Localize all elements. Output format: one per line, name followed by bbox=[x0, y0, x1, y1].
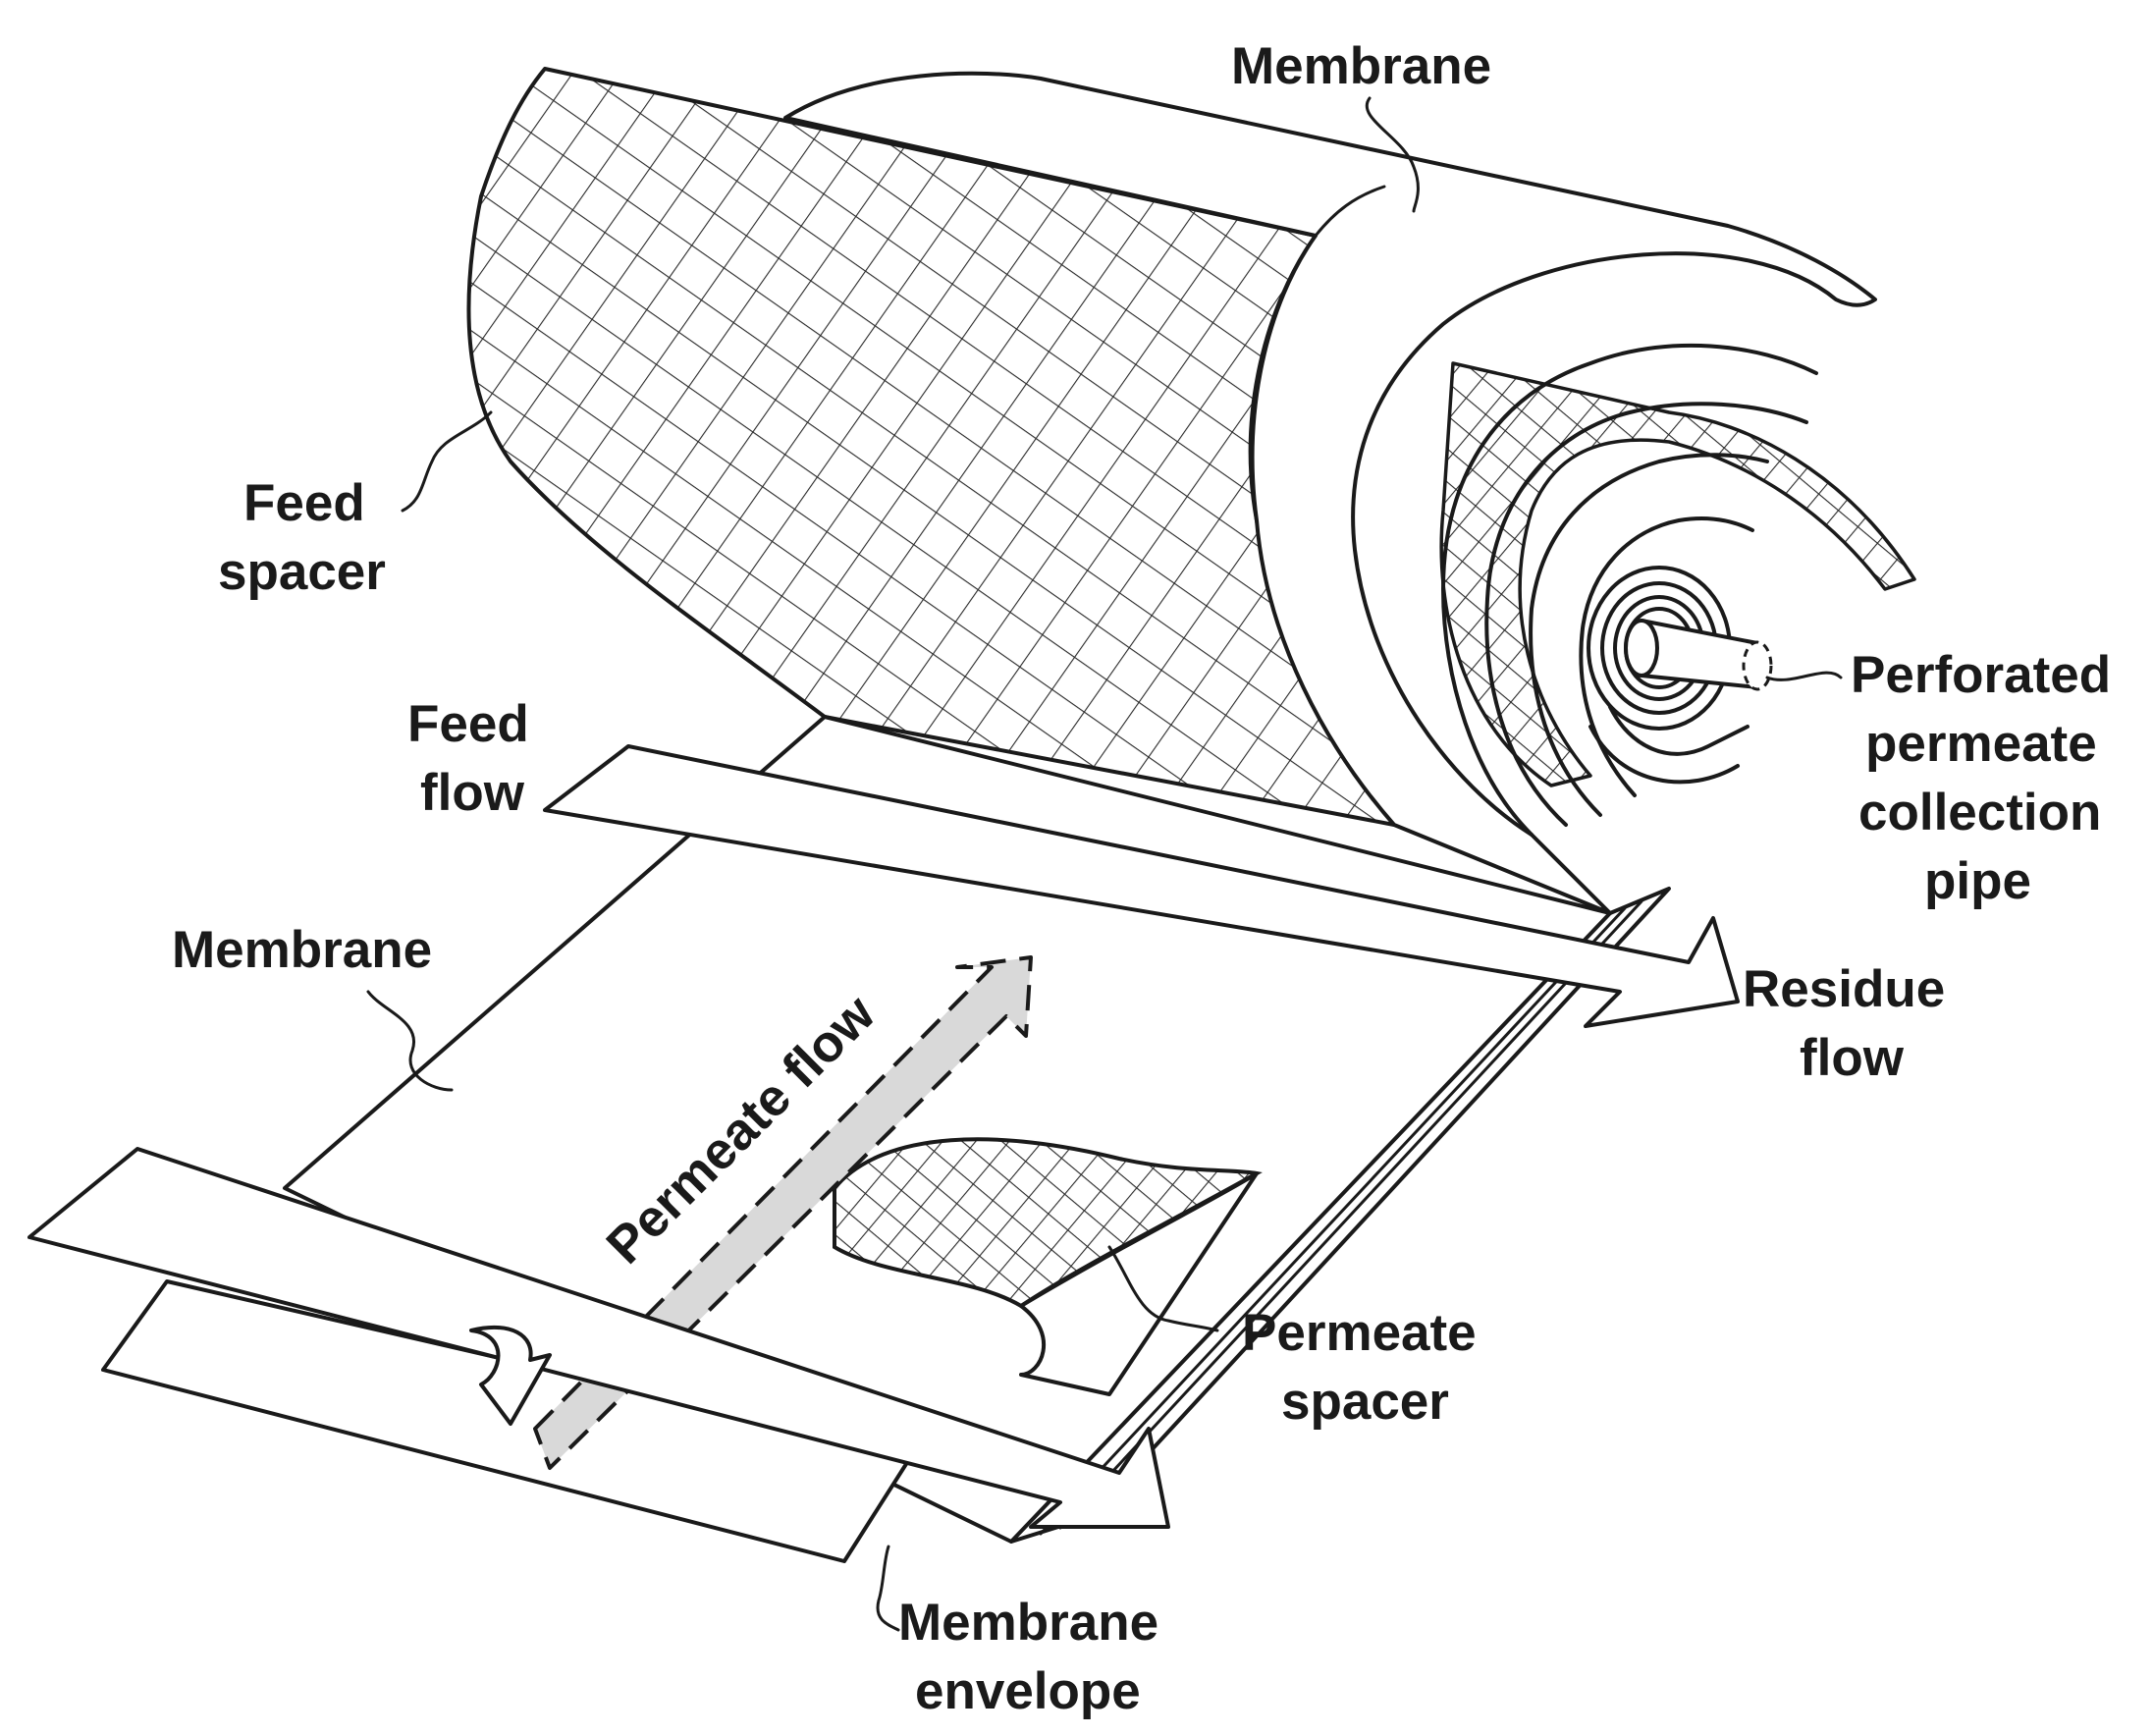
feed-flow-arrow-upper bbox=[543, 744, 1740, 1028]
feed-flow-arrow-lower bbox=[27, 1147, 1170, 1529]
label-residue-flow-line2: flow bbox=[1800, 1029, 1905, 1087]
label-membrane-left: Membrane bbox=[172, 921, 432, 979]
label-residue-flow-line1: Residue bbox=[1743, 960, 1945, 1018]
label-pipe-line2: permeate bbox=[1865, 715, 2097, 773]
label-pipe-line1: Perforated bbox=[1851, 646, 2111, 704]
label-feed-spacer-line2: spacer bbox=[218, 543, 386, 601]
inlet-arrow-icon bbox=[469, 1325, 552, 1426]
label-membrane-envelope-line2: envelope bbox=[915, 1662, 1141, 1720]
label-feed-flow-line2: flow bbox=[420, 764, 525, 822]
label-membrane-envelope-line1: Membrane bbox=[898, 1594, 1158, 1652]
label-feed-spacer-line1: Feed bbox=[243, 474, 365, 532]
labels: Membrane Feed spacer Feed flow Perforate… bbox=[172, 37, 2111, 1720]
label-permeate-spacer-line1: Permeate bbox=[1242, 1304, 1477, 1362]
label-pipe-line4: pipe bbox=[1924, 852, 2031, 910]
label-permeate-spacer-line2: spacer bbox=[1281, 1373, 1449, 1431]
permeate-spacer-cutaway bbox=[833, 1137, 1263, 1396]
outer-membrane-wrap bbox=[783, 71, 1877, 915]
permeate-collection-pipe bbox=[1624, 619, 1773, 691]
leader-lines bbox=[366, 96, 1843, 1632]
label-pipe-line3: collection bbox=[1858, 784, 2101, 841]
label-membrane-top: Membrane bbox=[1231, 37, 1491, 95]
label-feed-flow-line1: Feed bbox=[407, 695, 529, 753]
spiral-layers bbox=[1439, 343, 1916, 837]
